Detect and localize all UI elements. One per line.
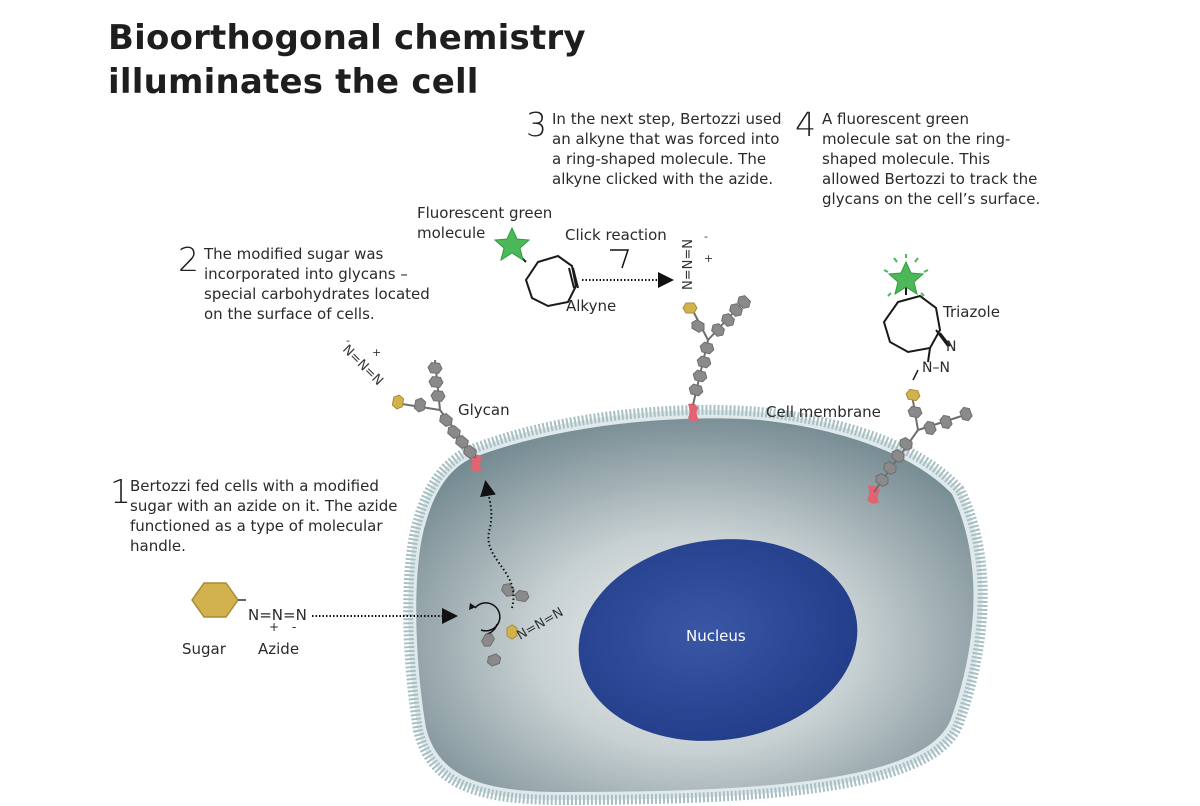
alkyne-label: Alkyne [566,297,617,315]
triazole-nn-label: N–N [922,360,950,376]
alkyne-structure [515,251,579,308]
receptor-2 [688,403,699,422]
step-4-line: shaped molecule. This [822,150,991,168]
step-1: 1 Bertozzi fed cells with a modified sug… [110,472,400,566]
incorporation-arrow [480,480,515,609]
step-4-line: glycans on the cell’s surface. [822,190,1041,208]
step-3: 3 In the next step, Bertozzi used an alk… [526,105,786,199]
azide-middle-charge-minus: - [704,230,708,243]
step-1-text: Bertozzi fed cells with a modified sugar… [130,476,397,556]
step-1-line: handle. [130,537,186,555]
fluorescent-label-line: Fluorescent green [417,204,553,222]
step-4: 4 A fluorescent green molecule sat on th… [795,105,1055,219]
glycan-left [391,359,480,461]
step-1-line: functioned as a type of molecular [130,517,383,535]
step-3-line: a ring-shaped molecule. The [552,150,767,168]
azide-middle-formula: N=N=N [681,239,696,290]
glycan-right [872,388,974,493]
azide-charge-plus: + [269,620,280,634]
azide-formula-label: N=N=N [248,606,307,624]
step-3-line: In the next step, Bertozzi used [552,110,782,128]
click-reaction-symbol [610,249,630,269]
step-2-line: incorporated into glycans – [204,265,408,283]
step-2: 2 The modified sugar was incorporated in… [178,240,438,334]
cell [403,404,988,806]
step-1-number: 1 [110,472,131,511]
step-2-line: on the surface of cells. [204,305,375,323]
receptor-3 [867,485,880,504]
green-star-left [493,226,531,262]
step-2-text: The modified sugar was incorporated into… [204,244,430,324]
click-reaction-label: Click reaction [565,226,667,244]
title-line-1: Bioorthogonal chemistry [108,18,586,58]
step-4-number: 4 [795,105,816,144]
step-4-line: A fluorescent green [822,110,969,128]
step-4-line: allowed Bertozzi to track the [822,170,1038,188]
step-2-line: The modified sugar was [204,245,384,263]
azide-charge-minus: - [292,620,297,634]
azide-glycan-charge-plus: + [372,346,381,359]
sugar-hexagon [191,582,239,618]
step-3-line: an alkyne that was forced into [552,130,780,148]
green-star-right [883,254,929,297]
step-4-text: A fluorescent green molecule sat on the … [822,109,1040,209]
receptor-1 [470,454,482,472]
step-1-line: sugar with an azide on it. The azide [130,497,398,515]
diagram-title: Bioorthogonal chemistry illuminates the … [108,16,586,104]
fluorescent-label-line: molecule [417,224,486,242]
triazole-n-label: N [946,339,957,355]
step-2-number: 2 [178,240,199,279]
sugar-label: Sugar [182,640,226,658]
step-3-line: alkyne clicked with the azide. [552,170,774,188]
azide-label: Azide [258,640,300,658]
step-1-line: Bertozzi fed cells with a modified [130,477,379,495]
step-4-line: molecule sat on the ring- [822,130,1011,148]
fluorescent-molecule-label: Fluorescent green molecule [417,203,552,243]
triazole-label: Triazole [943,303,1000,321]
step-2-line: special carbohydrates located [204,285,430,303]
title-line-2: illuminates the cell [108,62,479,102]
cell-membrane-label: Cell membrane [766,403,881,421]
triazole-structure [882,282,951,381]
glycan-label: Glycan [458,401,510,419]
step-3-number: 3 [526,105,547,144]
nucleus [578,539,858,741]
step-3-text: In the next step, Bertozzi used an alkyn… [552,109,782,189]
glycan-middle [682,293,753,406]
membrane-receptors [470,403,880,504]
azide-middle-charge-plus: + [704,252,713,265]
azide-glycan-charge-minus: - [346,334,350,347]
nucleus-label: Nucleus [686,627,746,645]
